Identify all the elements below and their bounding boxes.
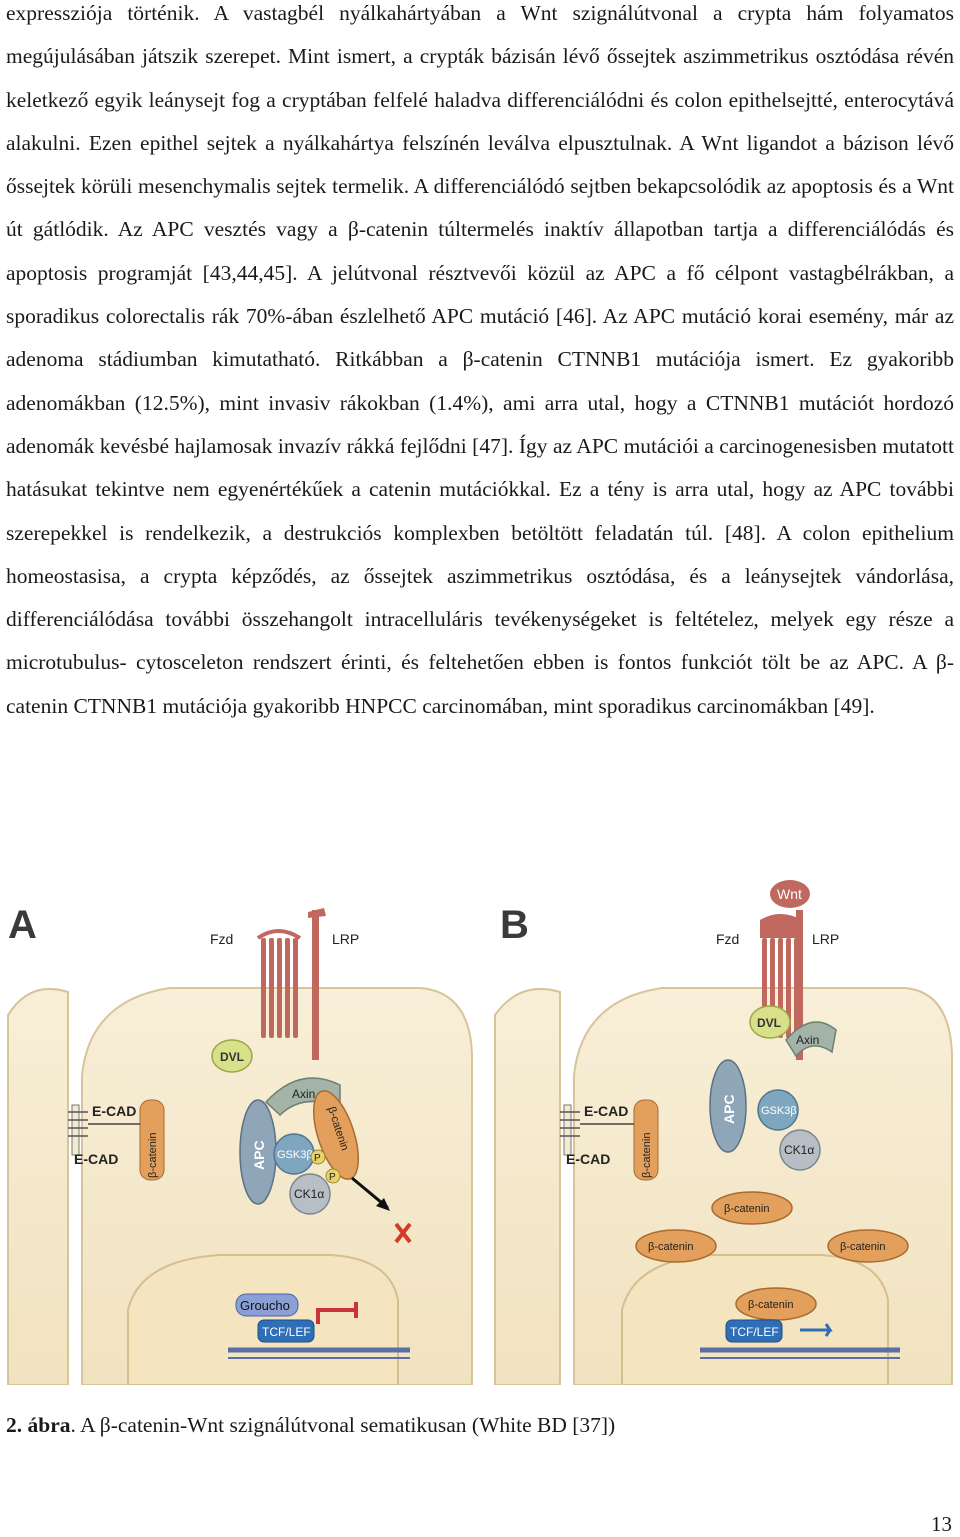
caption-text: . A β-catenin-Wnt szignálútvonal sematik…	[70, 1413, 616, 1437]
panel-a-letter: A	[8, 903, 37, 947]
bcat-membrane-label-b: β-catenin	[641, 1133, 653, 1178]
adherens-junction-a	[68, 1099, 165, 1181]
apc-label: APC	[251, 1140, 267, 1170]
dna-strand-a	[228, 1302, 410, 1359]
wnt-pathway-figure: A Fzd LRP DVL Axin APC	[7, 880, 953, 1385]
page-number: 13	[931, 1512, 952, 1536]
body-paragraph: expressziója történik. A vastagbél nyálk…	[6, 1, 954, 718]
fzd-label: Fzd	[210, 931, 233, 947]
ck1-label: CK1α	[294, 1187, 324, 1201]
panel-b: B Wnt Fzd LRP DVL Axin APC GSK3β CK1α	[494, 880, 953, 1385]
panel-a: A Fzd LRP DVL Axin APC	[7, 903, 473, 1385]
wnt-label: Wnt	[777, 886, 802, 902]
ecad-label-2: E-CAD	[74, 1151, 118, 1167]
tcf-label-b: TCF/LEF	[730, 1325, 779, 1339]
fzd-receptor	[256, 929, 302, 1038]
p-label-1: P	[314, 1153, 321, 1164]
gsk-label-b: GSK3β	[761, 1105, 797, 1117]
adherens-junction-b	[560, 1099, 659, 1181]
figure-caption: 2. ábra. A β-catenin-Wnt szignálútvonal …	[6, 1410, 615, 1440]
ecad-label-b2: E-CAD	[566, 1151, 610, 1167]
bcat-label-b2: β-catenin	[648, 1241, 693, 1253]
fzd-label-b: Fzd	[716, 931, 739, 947]
tcf-label-a: TCF/LEF	[262, 1325, 311, 1339]
bcat-label-b3: β-catenin	[840, 1241, 885, 1253]
ck1-label-b: CK1α	[784, 1143, 814, 1157]
degradation-x-icon	[394, 1222, 412, 1244]
lrp-receptor	[308, 908, 326, 1060]
p-label-2: P	[329, 1172, 336, 1183]
dvl-label: DVL	[220, 1050, 244, 1064]
caption-label: 2. ábra	[6, 1413, 71, 1437]
bcat-membrane-label: β-catenin	[147, 1133, 159, 1178]
dna-strand-b	[700, 1323, 900, 1359]
axin-label-b: Axin	[796, 1033, 819, 1047]
bcat-label-b1: β-catenin	[724, 1203, 769, 1215]
lrp-label: LRP	[332, 931, 359, 947]
ecad-label-b1: E-CAD	[584, 1103, 628, 1119]
apc-label-b: APC	[721, 1094, 737, 1124]
bcat-label-b4: β-catenin	[748, 1299, 793, 1311]
gsk-label: GSK3β	[277, 1149, 313, 1161]
axin-label: Axin	[292, 1087, 315, 1101]
groucho-label: Groucho	[240, 1298, 290, 1313]
dvl-label-b: DVL	[757, 1016, 781, 1030]
panel-b-letter: B	[500, 903, 529, 947]
ecad-label-1: E-CAD	[92, 1103, 136, 1119]
lrp-label-b: LRP	[812, 931, 839, 947]
